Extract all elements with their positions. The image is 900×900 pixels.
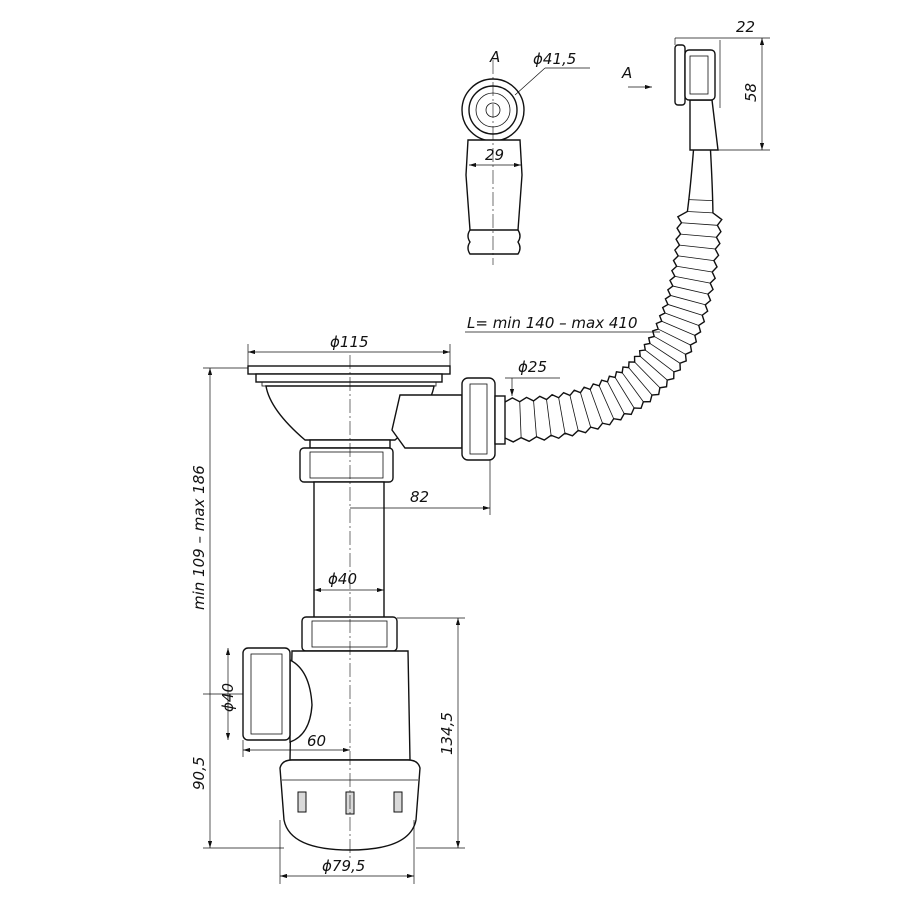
hose-rib: [614, 377, 635, 409]
hose-rib: [654, 336, 686, 355]
label-dia-hose: ϕ25: [518, 358, 547, 376]
hose-rib: [607, 381, 625, 414]
dimensions: [203, 37, 770, 884]
hose-rib: [679, 244, 716, 250]
label-outlet-offset: 60: [307, 732, 326, 750]
hose-rib: [657, 328, 691, 346]
hose-rib: [664, 312, 699, 326]
hose-rib: [672, 285, 709, 295]
corrugated-hose: [504, 149, 723, 443]
label-dia-pipe: ϕ40: [328, 570, 357, 588]
label-view-a-arrow: A: [621, 64, 632, 82]
label-dia-strainer: ϕ115: [330, 333, 369, 351]
label-width-overflow: 29: [485, 146, 504, 164]
hose-rib: [680, 233, 717, 238]
hose-nut: [461, 377, 506, 461]
label-outlet-height: 90,5: [190, 757, 208, 790]
vertical-pipe: [313, 481, 385, 619]
bottle-trap: [242, 647, 421, 851]
overflow-fitting: [674, 40, 721, 151]
hose-rib: [688, 199, 713, 202]
label-dia-overflow: ϕ41,5: [533, 50, 576, 68]
hose-rib: [621, 372, 644, 403]
hose-rib: [580, 392, 592, 428]
hose-rib: [634, 361, 661, 389]
label-dia-trap: ϕ79,5: [322, 857, 365, 875]
label-overflow-height: 58: [742, 83, 760, 102]
label-overflow-depth: 22: [736, 18, 755, 36]
hose-rib: [674, 275, 711, 284]
label-offset-outlet: 82: [410, 488, 429, 506]
hose-rib: [670, 295, 706, 306]
hose-rib: [546, 399, 552, 436]
label-view-a: A: [489, 48, 500, 66]
label-hose-length: L= min 140 – max 410: [467, 314, 638, 332]
label-trap-height: 134,5: [438, 712, 456, 755]
hose-rib: [678, 255, 714, 262]
hose-rib: [661, 320, 696, 336]
hose-rib: [639, 355, 668, 381]
label-height-range: min 109 – max 186: [190, 465, 208, 610]
hose-rib: [569, 395, 579, 431]
label-dia-side-outlet: ϕ40: [219, 683, 237, 712]
hose-rib: [558, 397, 566, 434]
hose-rib: [598, 385, 615, 419]
hose-rib: [589, 389, 603, 424]
hose-rib: [645, 349, 675, 373]
upper-nut: [299, 447, 394, 483]
hose-rib: [687, 211, 713, 214]
hose-rib: [519, 401, 522, 438]
hose-rib: [667, 304, 703, 316]
strainer: [247, 365, 463, 449]
hose-rib: [533, 400, 537, 437]
lower-nut: [301, 616, 398, 652]
hose-rib: [628, 367, 653, 396]
hose-rib: [676, 265, 713, 273]
hose-rib: [681, 222, 718, 226]
hose-rib: [649, 343, 681, 364]
hose-outline: [504, 149, 723, 443]
